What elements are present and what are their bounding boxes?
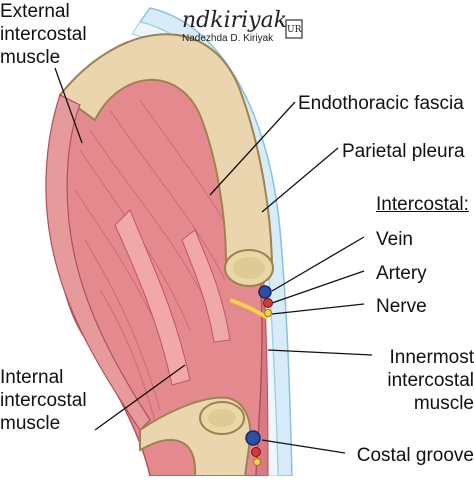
- label-internal-intercostal: Internal intercostal muscle: [0, 366, 87, 435]
- label-internal-line1: Internal: [0, 367, 64, 388]
- external-intercostal-muscle: [45, 94, 151, 431]
- label-external-line2: intercostal: [0, 24, 87, 45]
- nerve-upper-dot: [264, 309, 272, 317]
- label-innermost-line2: intercostal: [387, 370, 474, 391]
- leader-lines: [54, 67, 373, 454]
- label-intercostal-header: Intercostal:: [376, 194, 469, 215]
- artery-upper: [263, 298, 273, 308]
- label-artery: Artery: [376, 263, 427, 284]
- lower-rib-marrow: [208, 409, 236, 427]
- label-innermost-intercostal: Innermost intercostal muscle: [387, 346, 474, 415]
- label-internal-line2: intercostal: [0, 390, 87, 411]
- label-endothoracic-fascia: Endothoracic fascia: [298, 93, 464, 114]
- label-parietal-pleura: Parietal pleura: [342, 141, 465, 162]
- label-vein: Vein: [376, 229, 413, 250]
- label-innermost-line1: Innermost: [389, 347, 474, 368]
- label-external-line3: muscle: [0, 47, 61, 68]
- artery-lower: [251, 447, 261, 457]
- nerve-upper: [229, 298, 270, 320]
- label-nerve: Nerve: [376, 296, 427, 317]
- shield-icon: [285, 19, 303, 39]
- internal-intercostal-bundle: [114, 209, 191, 386]
- signature-badge: UR: [287, 25, 302, 35]
- label-external-line1: External: [0, 1, 70, 22]
- signature-name: Nadezhda D. Kiriyak: [182, 33, 274, 44]
- nerve-lower: [253, 458, 261, 466]
- label-external-intercostal: External intercostal muscle: [0, 0, 87, 69]
- signature-logo-text: ndkiriyak: [182, 8, 288, 33]
- upper-rib-marrow: [233, 257, 265, 279]
- artist-signature-logo: [285, 19, 303, 39]
- vein-lower: [245, 430, 261, 446]
- label-costal-groove: Costal groove: [356, 445, 474, 466]
- label-internal-line3: muscle: [0, 413, 61, 434]
- label-innermost-line3: muscle: [413, 393, 474, 414]
- internal-intercostal-bundle-2: [181, 229, 231, 343]
- vein-upper: [258, 285, 272, 299]
